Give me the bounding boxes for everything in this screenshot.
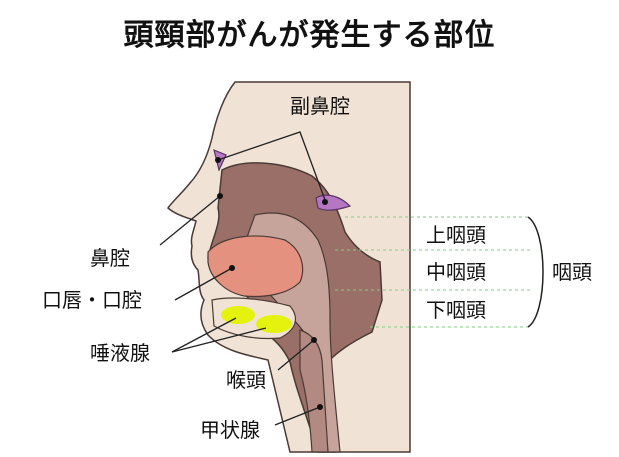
salivary-gland-2 (256, 315, 292, 333)
label-salivary-gland: 唾液腺 (90, 341, 150, 365)
salivary-gland-1 (221, 306, 255, 324)
pointer-dot-larynx (311, 337, 317, 343)
pointer-dot-nasal (217, 193, 223, 199)
pointer-saliva-1 (171, 317, 237, 353)
pointer-sinus (217, 131, 326, 201)
label-lip-oral-cavity: 口唇・口腔 (42, 288, 142, 312)
label-middle-pharynx: 中咽頭 (426, 260, 486, 284)
page-title: 頭頸部がんが発生する部位 (123, 18, 496, 53)
label-lower-pharynx: 下咽頭 (426, 298, 486, 322)
label-paranasal-sinus: 副鼻腔 (290, 94, 350, 118)
larynx-structure (299, 329, 329, 453)
oral-cavity (207, 235, 304, 298)
label-nasal-cavity: 鼻腔 (90, 246, 130, 270)
pointer-oral (174, 267, 233, 301)
label-thyroid: 甲状腺 (200, 418, 260, 442)
pointer-dot-sinus-2 (322, 199, 328, 205)
pointer-dot-oral (229, 265, 235, 271)
label-pharynx: 咽頭 (552, 260, 592, 284)
pointer-thyroid (274, 406, 321, 426)
pointer-dot-sinus-1 (215, 157, 221, 163)
pharynx-bracket (527, 216, 544, 328)
pointer-nasal (159, 195, 221, 246)
label-upper-pharynx: 上咽頭 (426, 223, 486, 247)
pointer-saliva-2 (171, 327, 267, 353)
label-larynx: 喉頭 (226, 368, 266, 392)
pointer-dot-thyroid (317, 404, 323, 410)
pointer-larynx (277, 339, 315, 371)
